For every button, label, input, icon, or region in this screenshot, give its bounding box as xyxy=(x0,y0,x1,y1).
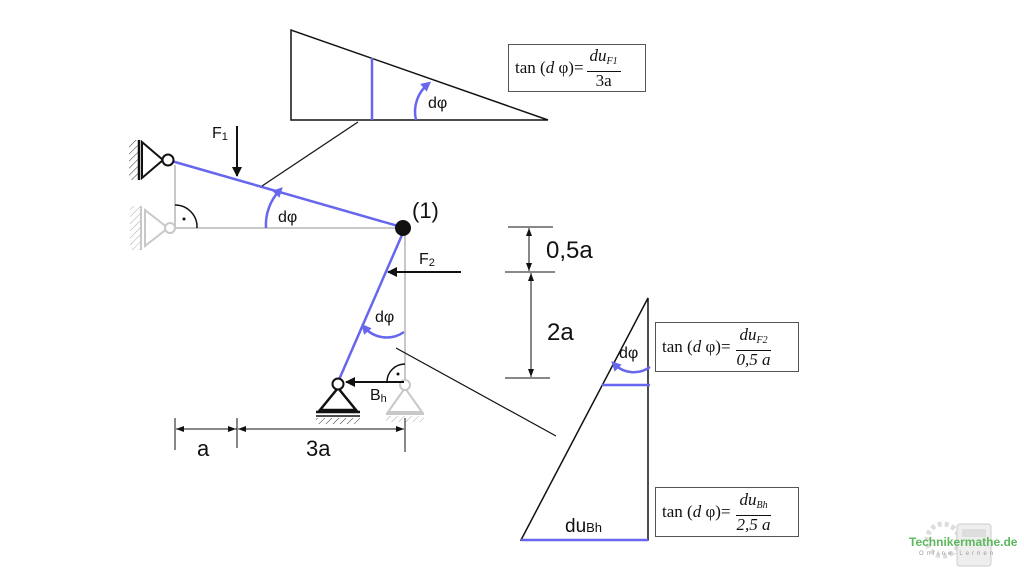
label-f1: F1 xyxy=(212,125,228,143)
displaced-members xyxy=(167,158,407,383)
logo-brand-text: Technikermathe.de xyxy=(909,535,1018,549)
label-angle-top: dφ xyxy=(428,95,447,112)
dim-label-a: a xyxy=(197,436,210,461)
pin-joint-left xyxy=(161,153,175,167)
ghost-pin-support-left xyxy=(130,206,176,250)
dim-label-0-5a: 0,5a xyxy=(546,237,593,264)
dimension-vertical: 0,5a 2a xyxy=(505,226,593,379)
ghost-geometry xyxy=(130,165,424,422)
label-f2: F2 xyxy=(419,251,435,269)
detail-triangle-right: dφ duBh xyxy=(395,297,651,542)
leader-line-right xyxy=(395,347,557,437)
member-lower xyxy=(336,227,407,383)
pin-support-bottom xyxy=(316,377,360,424)
gear-calculator-icon xyxy=(924,521,992,567)
dim-label-2a: 2a xyxy=(547,319,574,346)
detail-triangle-top: dφ xyxy=(261,28,549,187)
right-angle-marker-bottom xyxy=(386,363,406,383)
angle-arc-upper xyxy=(264,187,283,229)
label-angle-right: dφ xyxy=(619,345,638,362)
member-upper xyxy=(167,158,406,230)
ghost-pin-support-bottom xyxy=(386,379,424,422)
label-angle-lower: dφ xyxy=(375,309,394,326)
angle-arc-lower xyxy=(361,323,405,339)
technikermathe-logo: Technikermathe.de Online-Lernen xyxy=(905,520,1023,570)
dim-label-3a: 3a xyxy=(306,436,331,461)
dimension-horizontal: a 3a xyxy=(174,418,406,461)
node-1-joint xyxy=(395,220,411,236)
label-bh: Bh xyxy=(370,387,387,405)
label-node-1: (1) xyxy=(412,198,439,223)
leader-line-top xyxy=(261,121,359,187)
label-du-bh: duBh xyxy=(565,516,602,537)
label-angle-member: dφ xyxy=(278,209,297,226)
right-angle-marker-top xyxy=(174,204,198,229)
pin-support-left xyxy=(129,139,165,181)
logo-tagline: Online-Lernen xyxy=(919,551,997,557)
